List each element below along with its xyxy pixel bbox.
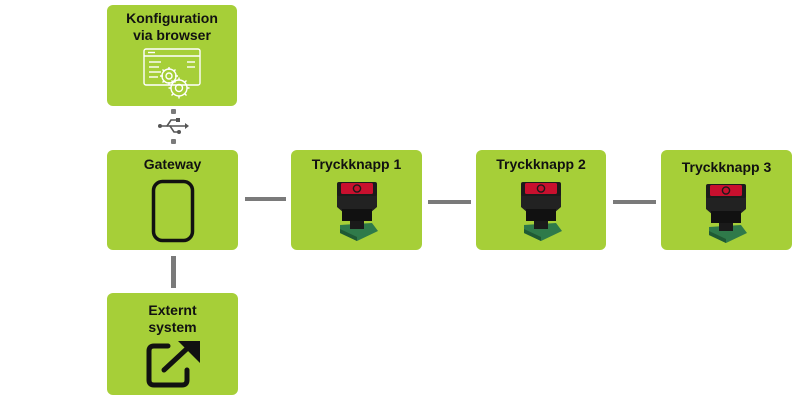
browser-settings-icon — [143, 48, 201, 99]
connector-gateway-external — [171, 256, 176, 288]
node-push-button-3: Tryckknapp 3 — [661, 150, 792, 250]
node-external-system: Externt system — [107, 293, 238, 395]
gateway-device-icon — [151, 179, 195, 243]
node-gateway-title: Gateway — [143, 156, 202, 172]
connector-config-gateway-dot — [171, 139, 176, 144]
node-config-browser: Konfiguration via browser — [107, 5, 237, 106]
external-link-icon — [146, 341, 200, 388]
node-button1-title: Tryckknapp 1 — [311, 156, 402, 172]
node-gateway: Gateway — [107, 150, 238, 250]
node-push-button-1: Tryckknapp 1 — [291, 150, 422, 250]
push-button-device-icon — [521, 182, 562, 241]
usb-icon — [158, 118, 189, 134]
node-config-title-line1: Konfiguration — [126, 10, 218, 26]
node-push-button-2: Tryckknapp 2 — [476, 150, 606, 250]
connector-gateway-button1 — [245, 197, 286, 201]
connector-config-gateway-dot — [171, 109, 176, 114]
node-button2-title: Tryckknapp 2 — [496, 156, 586, 172]
node-button3-title: Tryckknapp 3 — [681, 159, 772, 175]
connector-button2-button3 — [613, 200, 656, 204]
push-button-device-icon — [337, 182, 378, 241]
node-config-title-line2: via browser — [133, 27, 211, 43]
node-external-title-line1: Externt — [148, 302, 197, 318]
connector-button1-button2 — [428, 200, 471, 204]
node-external-title-line2: system — [148, 319, 197, 335]
push-button-device-icon — [706, 184, 747, 243]
